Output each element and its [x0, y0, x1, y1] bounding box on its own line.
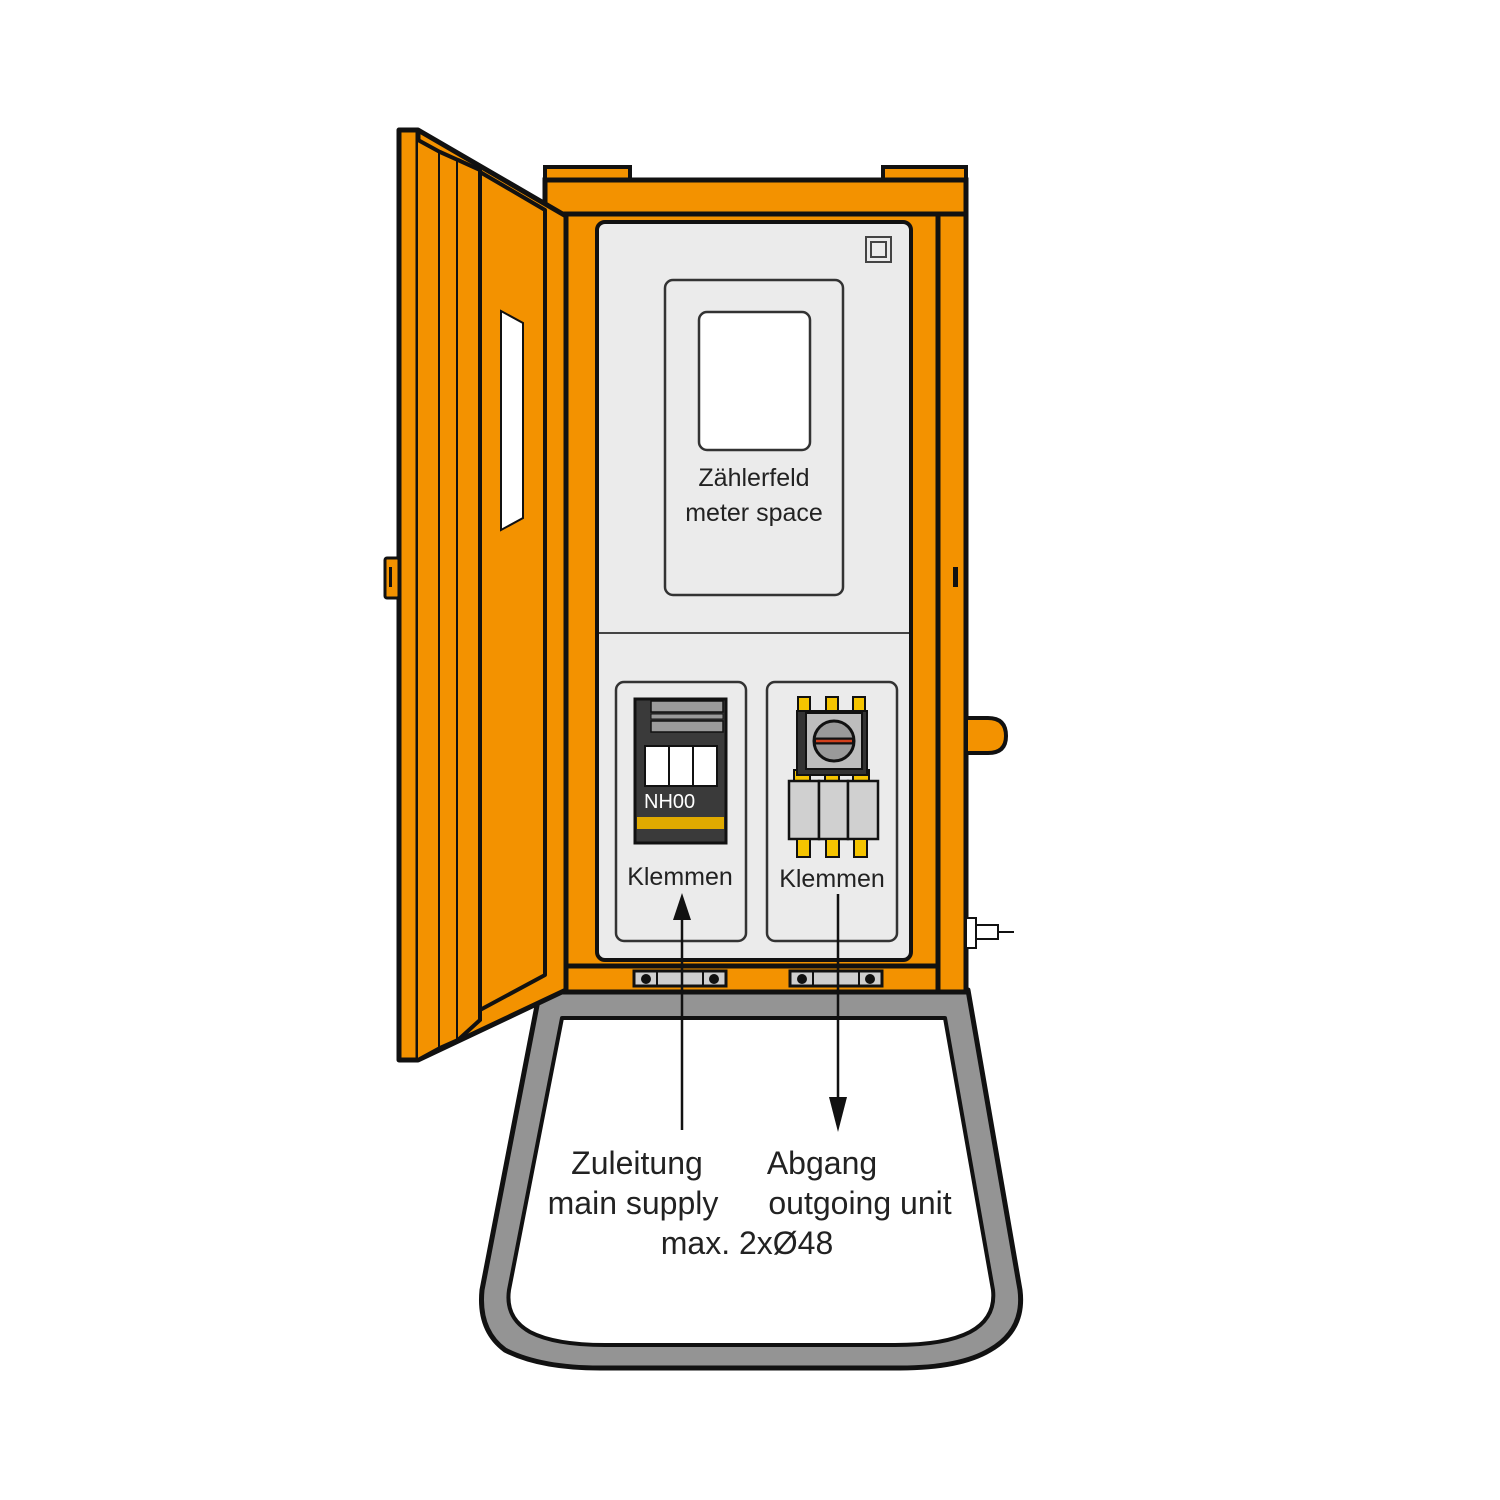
- nh00-fuse-base: NH00: [633, 697, 728, 845]
- left-terminal-label: Klemmen: [627, 863, 733, 891]
- open-door[interactable]: [383, 127, 569, 1063]
- meter-field-label-en: meter space: [685, 499, 823, 527]
- base-frame: [478, 987, 1024, 1371]
- arrow-down-icon: [829, 1097, 847, 1132]
- outgoing-arrow: [829, 894, 847, 1132]
- right-terminal-label: Klemmen: [779, 865, 885, 893]
- fuse-type-label: NH00: [644, 791, 695, 813]
- ground-bolt-icon: [965, 917, 1014, 949]
- meter-field: Zählerfeld meter space: [663, 278, 845, 597]
- cable-gland-left: [632, 969, 728, 988]
- supply-label-en: main supply: [548, 1185, 719, 1221]
- right-module: Klemmen: [765, 680, 899, 943]
- cable-entry-labels: Zuleitung main supply Abgang outgoing un…: [548, 1145, 952, 1261]
- cable-gland-right: [788, 969, 884, 988]
- door-window: [500, 309, 524, 532]
- max-cable-spec: max. 2xØ48: [661, 1225, 834, 1261]
- meter-field-label-de: Zählerfeld: [698, 464, 809, 492]
- switch-disconnector: [787, 696, 880, 858]
- supply-arrow: [673, 893, 691, 1130]
- outgoing-label-en: outgoing unit: [768, 1185, 951, 1221]
- outgoing-label-de: Abgang: [767, 1145, 877, 1181]
- arrow-up-icon: [673, 893, 691, 920]
- supply-label-de: Zuleitung: [571, 1145, 703, 1181]
- left-module: NH00 Klemmen: [614, 680, 748, 943]
- handle-icon[interactable]: [964, 716, 1009, 755]
- protection-class-2-icon: [865, 236, 892, 263]
